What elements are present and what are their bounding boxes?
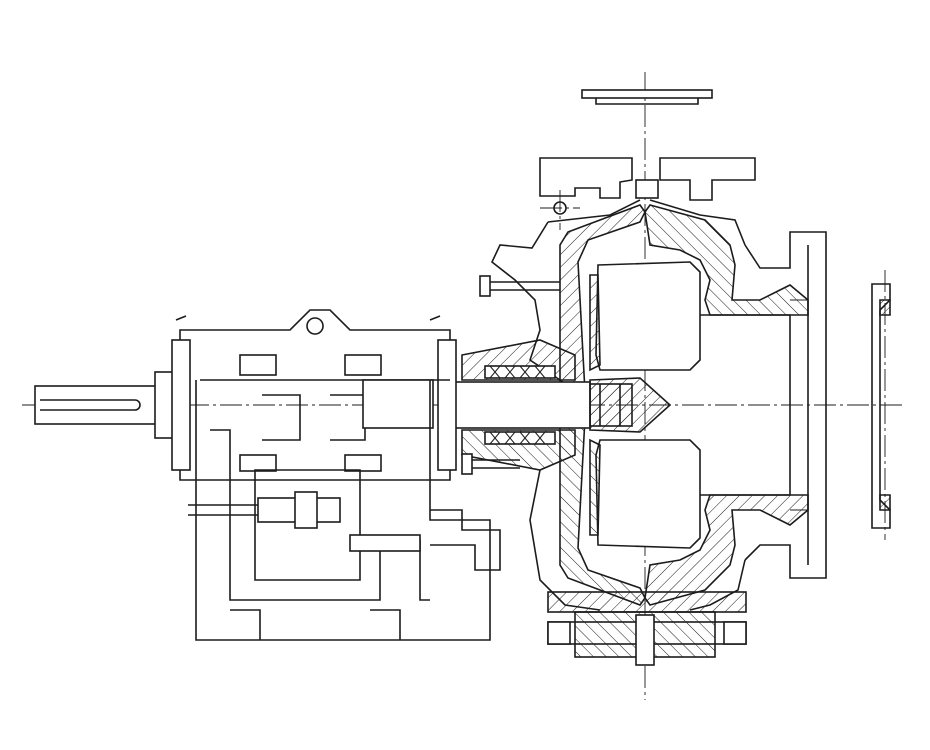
pedestal-inner <box>210 429 430 601</box>
liner-lower-right <box>644 494 809 606</box>
pedestal-window <box>254 469 361 581</box>
nozzle-right-flange <box>659 157 756 201</box>
impeller-shroud-upper <box>589 274 601 372</box>
housing-seal-block <box>362 379 434 429</box>
discharge-flange-plate <box>581 89 713 105</box>
liner-upper-right <box>644 204 809 316</box>
packing-crosses-upper <box>489 365 546 379</box>
shaft-keyway <box>40 399 135 411</box>
nozzle-left-flange <box>539 157 633 199</box>
adjusting-rod <box>188 504 258 516</box>
bearing-cap-bolt-right <box>344 354 382 376</box>
lower-bolt-center-lug <box>635 614 655 666</box>
sleeve-grooves <box>599 384 621 426</box>
impeller-passage-upper <box>595 261 701 371</box>
suction-flange-hatch-top <box>879 299 891 316</box>
gland-bolt-lower <box>468 459 520 469</box>
impeller-shroud-lower <box>589 438 601 536</box>
shaft-sleeve <box>449 381 591 429</box>
bearing-cap-bolt-left <box>239 354 277 376</box>
flange-plate-top <box>581 89 713 99</box>
bearing-housing <box>154 309 457 481</box>
lower-bolt-nut-left <box>547 621 571 645</box>
base-feet <box>230 609 401 640</box>
bearing-housing-outline <box>179 309 451 481</box>
liner-upper-left <box>559 204 646 393</box>
base-pedestal <box>188 380 491 641</box>
suction-flange-body <box>871 283 891 529</box>
discharge-nozzle <box>539 157 756 246</box>
pump-shaft <box>34 381 633 429</box>
shaft-sleeve-end <box>589 383 633 427</box>
end-cover-left-plate <box>171 339 191 471</box>
bearing-right-race <box>330 394 366 441</box>
nozzle-body-right <box>649 199 746 246</box>
gland-bolt-upper <box>482 281 560 291</box>
shaft-drive-end <box>34 385 158 425</box>
volute-liner-upper <box>559 204 809 393</box>
gland-bolt-lower-nut <box>461 453 473 475</box>
suction-flange <box>871 283 891 529</box>
stuffing-box <box>430 275 576 571</box>
lower-clamp-upper <box>547 591 747 613</box>
lower-bolt-row <box>547 591 747 666</box>
volute-liner-lower <box>559 417 809 606</box>
flange-plate-lip <box>595 98 699 105</box>
casing-right-outline <box>744 231 827 579</box>
impeller-passage-lower <box>595 439 701 549</box>
keyway-end <box>134 399 141 411</box>
gland-bolt-upper-nut <box>479 275 491 297</box>
bearing-left-race <box>262 394 301 441</box>
grease-nipples <box>175 315 441 321</box>
foot-bolt-left <box>239 454 277 472</box>
packing-crosses-lower <box>489 431 546 445</box>
housing-lifting-eye <box>306 317 324 335</box>
suction-throat <box>700 314 791 496</box>
lower-bolt-nut-right <box>723 621 747 645</box>
adjusting-bolt-nut <box>294 491 318 529</box>
lifting-eye <box>553 201 567 215</box>
end-cover-right-plate <box>437 339 457 471</box>
foot-bolt-right <box>344 454 382 472</box>
pedestal-outline <box>195 380 491 641</box>
clamp-bolt <box>349 534 421 552</box>
suction-flange-hatch-bottom <box>879 494 891 511</box>
nozzle-body-left <box>547 199 641 223</box>
drain-pipe <box>430 509 501 571</box>
nozzle-neck <box>635 179 659 199</box>
